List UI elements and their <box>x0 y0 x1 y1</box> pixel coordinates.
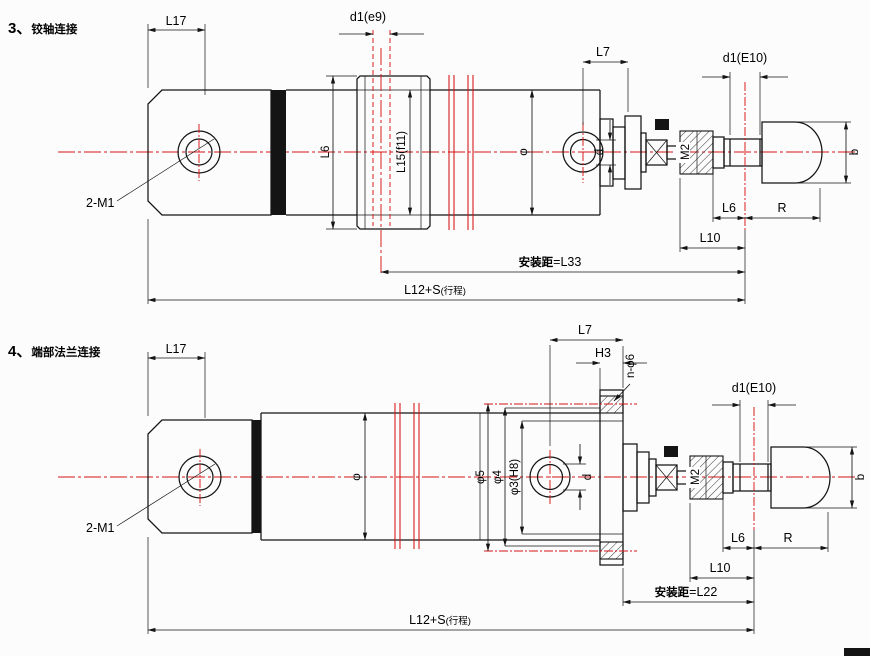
dim-d1-e10-label: d1(E10) <box>732 381 776 395</box>
washer <box>722 461 734 494</box>
dim-r-label: R <box>777 201 786 215</box>
dim-m2-label: M2 <box>680 144 692 160</box>
dim-phi-label: φ <box>518 148 530 155</box>
dim-d1-e10-label: d1(E10) <box>723 51 767 65</box>
dim-l17: L17 <box>147 342 206 418</box>
dim-l17: L17 <box>147 14 206 95</box>
clevis-end: 2-M1 <box>86 419 253 535</box>
callout-bolt-holes: n-φ6 <box>613 354 637 402</box>
dim-d1-e10: d1(E10) <box>712 381 796 462</box>
clevis-body <box>147 89 272 216</box>
weld-band <box>271 90 286 215</box>
dim-phi5-label: φ5 <box>475 470 487 484</box>
dim-b-label: b <box>849 149 861 155</box>
dim-l15: L15(f11) <box>396 89 413 216</box>
clevis-end: 2-M1 <box>86 89 272 216</box>
gland-boss <box>356 30 431 274</box>
break-lines <box>448 75 474 230</box>
dim-l17-label: L17 <box>166 14 187 28</box>
dim-phi-label: φ <box>351 473 363 480</box>
install-distance-label: 安装距=L22 <box>655 585 718 599</box>
dim-h3: H3 <box>576 346 647 390</box>
stroke-length-label: L12+S(行程) <box>404 283 466 297</box>
dim-install-distance: 安装距=L33 <box>380 255 746 275</box>
cylinder-tube <box>260 412 600 541</box>
dim-l6-gland: L6 <box>320 75 357 230</box>
head-port-hole <box>562 122 604 183</box>
dim-l6-r-row: L6 R <box>712 172 821 222</box>
figure-2-heading: 4、端部法兰连接 <box>8 343 101 360</box>
seal-detail <box>655 119 669 130</box>
dim-b: b <box>805 446 867 509</box>
figure-1-heading: 3、铰轴连接 <box>8 20 78 37</box>
dim-phi3: φ3(H8) <box>509 420 600 535</box>
dim-phi: φ <box>518 89 535 216</box>
figure-2-flange-connection: 4、端部法兰连接 2-M1 L17 φ <box>8 323 867 634</box>
dim-l6-label: L6 <box>731 531 745 545</box>
port-hole-inner <box>536 463 564 491</box>
dim-h3-label: H3 <box>595 346 611 360</box>
dim-stroke-length: L12+S(行程) <box>147 537 755 634</box>
rod-eye-ball <box>761 121 823 184</box>
sheet-corner-mark <box>844 648 870 656</box>
rod-end-assembly: M2 <box>599 82 823 230</box>
stroke-length-label: L12+S(行程) <box>409 613 471 627</box>
flange-bolt-hole-top <box>599 395 624 414</box>
dim-l10: L10 <box>689 503 755 582</box>
seal-detail <box>664 446 678 457</box>
dim-phi: φ <box>351 412 368 541</box>
rod-eye-ball <box>770 446 831 509</box>
dim-d1-e10: d1(E10) <box>702 51 788 135</box>
dim-l7: L7 <box>582 45 629 125</box>
dim-l7: L7 <box>549 323 624 388</box>
thread-callout: 2-M1 <box>86 521 115 535</box>
dim-b: b <box>797 121 861 184</box>
thread-callout: 2-M1 <box>86 196 115 210</box>
dim-phi3-label: φ3(H8) <box>509 459 521 495</box>
thread-leader-line <box>116 138 215 202</box>
dim-l15-label: L15(f11) <box>396 131 408 173</box>
dim-stroke-length: L12+S(行程) <box>147 219 746 304</box>
dim-phi4: φ4 <box>492 407 600 547</box>
flange-bolt-hole-bottom <box>599 541 624 560</box>
washer <box>712 136 725 169</box>
figure-1-pin-connection: 3、铰轴连接 2-M1 L17 <box>8 10 861 304</box>
bolt-holes-label: n-φ6 <box>625 354 637 378</box>
dim-l6-r-row: L6 R <box>722 497 829 552</box>
weld-band <box>252 420 261 533</box>
end-flange <box>484 389 637 566</box>
head-port-hole <box>529 345 571 505</box>
dim-install-distance: 安装距=L22 <box>622 568 755 606</box>
flange-plate <box>599 389 624 566</box>
install-distance-label: 安装距=L33 <box>519 255 582 269</box>
dim-l6-label: L6 <box>722 201 736 215</box>
dim-l7-label: L7 <box>596 45 610 59</box>
dim-l10-label: L10 <box>700 231 721 245</box>
dim-d1-e9-label: d1(e9) <box>350 10 386 24</box>
dim-l7-label: L7 <box>578 323 592 337</box>
dim-d-label: d <box>582 474 594 480</box>
dim-l6-gland-label: L6 <box>320 146 332 159</box>
rod-eye-body <box>732 463 772 492</box>
break-lines <box>394 403 420 549</box>
dim-d: d <box>563 444 594 510</box>
dim-m2-label: M2 <box>690 469 702 485</box>
dim-l17-label: L17 <box>166 342 187 356</box>
dim-b-label: b <box>855 474 867 480</box>
dim-phi5: φ5 <box>475 403 491 552</box>
dim-phi4-label: φ4 <box>492 469 504 483</box>
dim-l10: L10 <box>679 178 746 304</box>
dim-r-label: R <box>783 531 792 545</box>
dim-l10-label: L10 <box>710 561 731 575</box>
rod-end-assembly: M2 <box>622 407 831 634</box>
thread-leader-line <box>116 463 216 527</box>
dim-d1-e9: d1(e9) <box>339 10 424 37</box>
